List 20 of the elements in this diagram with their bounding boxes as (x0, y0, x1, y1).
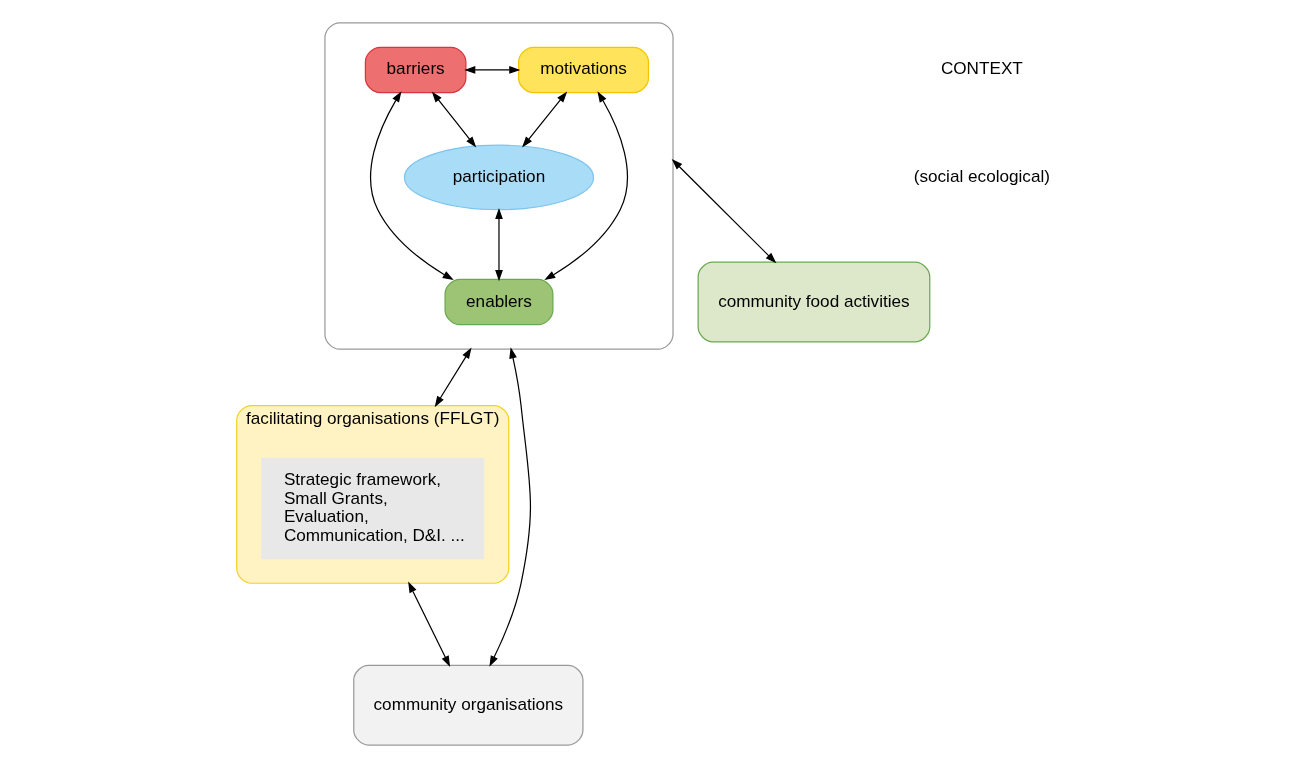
label: (social ecological) (913, 165, 1050, 186)
node-box: enablers (444, 278, 554, 326)
arrow (522, 91, 568, 148)
arrow (431, 91, 477, 148)
node-box: Strategic framework, Small Grants, Evaluation, Communication, D&I. ... (261, 457, 485, 560)
cluster (324, 22, 674, 350)
node-box: community food activities (697, 261, 931, 343)
label: CONTEXT (940, 58, 1023, 79)
arrow (434, 347, 472, 408)
arrow (495, 207, 503, 282)
arrow (464, 66, 521, 74)
arrow (671, 159, 777, 264)
arrow (408, 581, 451, 667)
arrow (370, 91, 454, 281)
node-box: barriers (364, 46, 467, 94)
node-ellipse: participation (403, 144, 595, 211)
node-box: community organisations (353, 664, 584, 746)
arrow (544, 91, 628, 281)
arrow (489, 347, 532, 667)
node-box: motivations (517, 46, 650, 94)
